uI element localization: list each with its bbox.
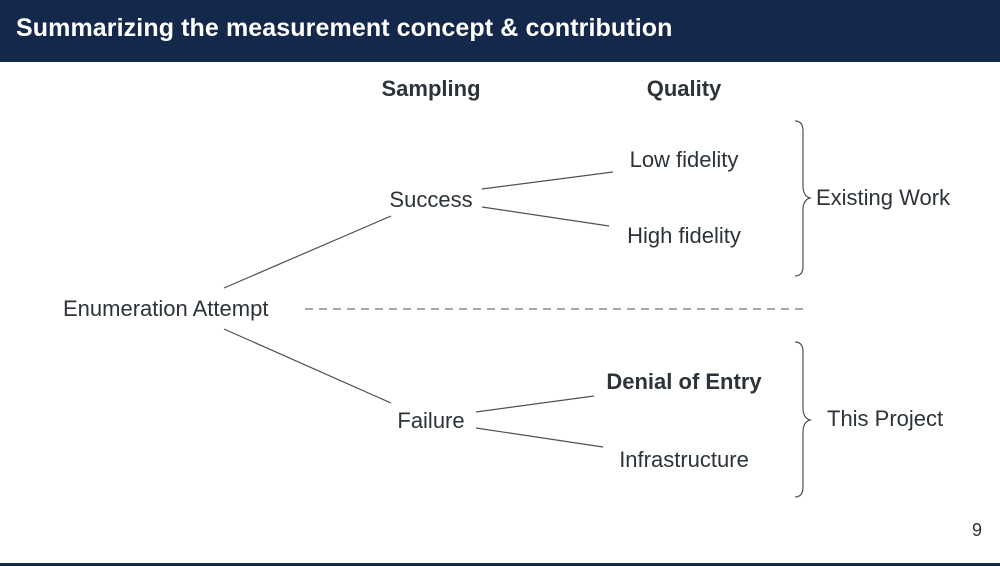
edge-success-low [481,171,614,190]
header-quality: Quality [646,76,722,101]
slide-title: Summarizing the measurement concept & co… [16,14,673,42]
edge-root-failure [223,328,392,404]
node-high-fidelity: High fidelity [627,223,741,248]
node-infrastructure: Infrastructure [619,447,749,472]
edge-failure-infra [475,427,604,448]
header-sampling: Sampling [381,76,481,101]
node-low-fidelity: Low fidelity [629,147,739,172]
slide-header: Summarizing the measurement concept & co… [0,0,1000,62]
group-existing-work: Existing Work [816,185,951,210]
node-denial-of-entry: Denial of Entry [606,369,762,394]
edge-failure-denial [475,395,595,413]
brace-this-project [794,341,813,498]
page-number: 9 [971,520,982,540]
group-this-project: This Project [827,406,944,431]
node-enumeration-attempt: Enumeration Attempt [63,296,269,321]
node-success: Success [389,187,473,212]
bottom-rule [0,563,1000,566]
node-failure: Failure [397,408,465,433]
brace-existing-work [794,120,813,277]
edge-root-success [223,215,392,289]
edge-success-high [481,206,610,227]
